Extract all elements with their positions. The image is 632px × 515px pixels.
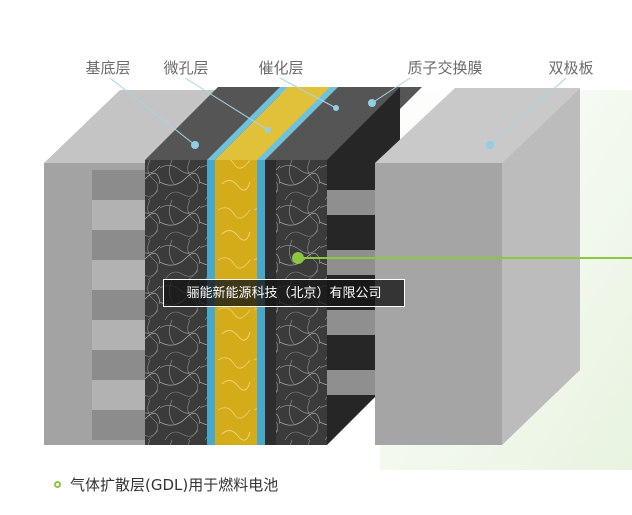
label-membrane: 质子交换膜: [407, 59, 483, 77]
right-bipolar-plate: [327, 88, 580, 445]
green-pointer-dot: [292, 252, 304, 264]
marker-microporous: [265, 127, 271, 133]
marker-bipolar: [486, 141, 494, 149]
leader-lines: [109, 77, 567, 146]
label-bipolar: 双极板: [548, 59, 594, 77]
marker-substrate: [191, 141, 199, 149]
marker-membrane: [368, 99, 376, 107]
bullet-icon: [54, 481, 61, 488]
label-substrate: 基底层: [85, 59, 131, 77]
marker-catalyst: [333, 105, 339, 111]
label-microporous: 微孔层: [163, 59, 209, 77]
label-catalyst: 催化层: [258, 59, 304, 77]
caption: 气体扩散层(GDL)用于燃料电池: [54, 474, 278, 495]
watermark-overlay: 骊能新能源科技（北京）有限公司: [163, 279, 405, 307]
caption-text: 气体扩散层(GDL)用于燃料电池: [70, 476, 279, 494]
